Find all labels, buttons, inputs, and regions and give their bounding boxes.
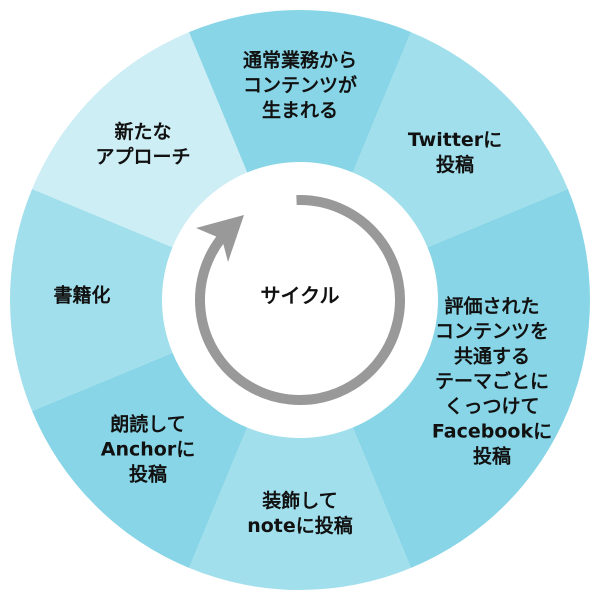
segment-0 [189,10,411,173]
segment-label-twitter: Twitterに 投稿 [407,129,503,176]
segment-label-note: 装飾して noteに投稿 [247,490,353,537]
segment-2 [352,189,590,568]
center-label: サイクル [260,283,340,308]
segment-1 [352,32,568,248]
cycle-arrow-arc [195,195,405,405]
segment-4 [32,352,248,568]
segment-label-new-approach: 新たな アプローチ [95,121,191,168]
cycle-arrowhead-icon [196,215,244,262]
segment-label-routine-work: 通常業務から コンテンツが 生まれる [242,49,358,122]
segment-label-book: 書籍化 [53,284,111,307]
segment-label-anchor: 朗読して Anchorに 投稿 [100,413,196,486]
segment-5 [10,189,173,411]
segment-3 [189,427,411,590]
segment-label-facebook: 評価された コンテンツを 共通する テーマごとに くっつけて Facebookに… [431,295,553,468]
segment-6 [32,32,248,248]
